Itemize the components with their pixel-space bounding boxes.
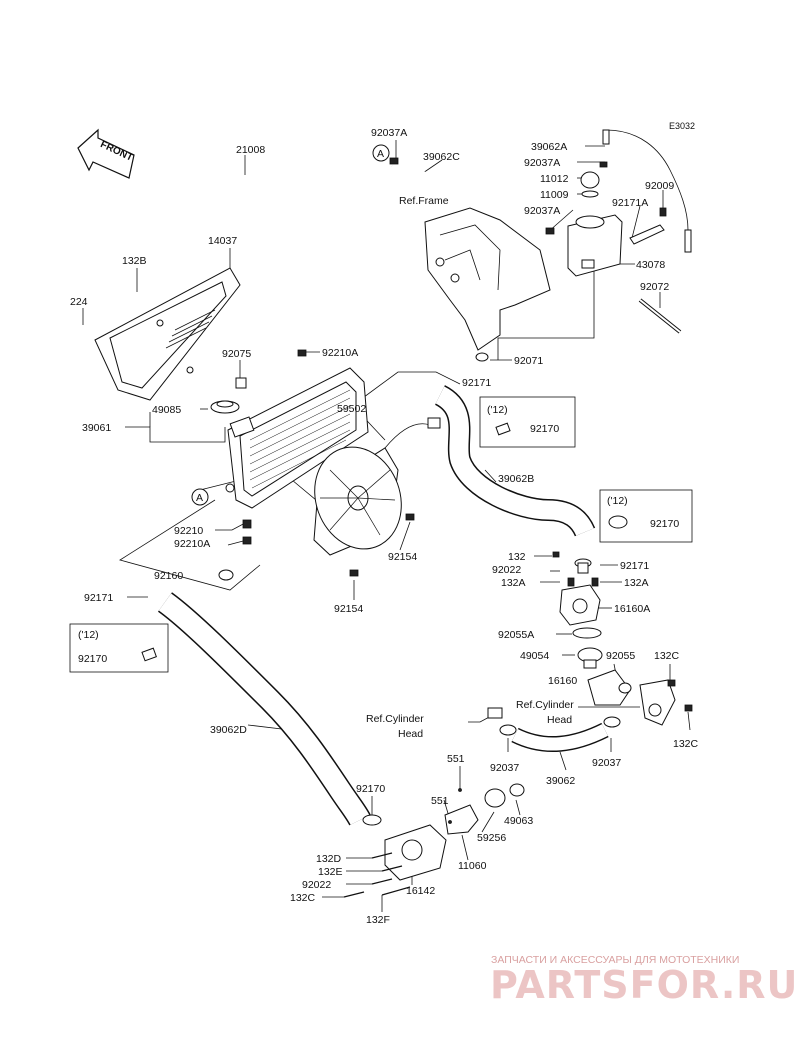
part-label: 132B [122,255,147,267]
part-label: 92075 [222,348,251,360]
variant-box-3 [69,623,169,673]
hoses [157,129,692,826]
part-label: ('12) [607,495,628,507]
part-label: 92170 [650,518,679,530]
part-label: 132A [501,577,526,589]
front-direction-arrow: FRONT [77,128,135,179]
part-label: 92210A [322,347,358,359]
part-label: 132C [654,650,680,662]
svg-text:A: A [196,492,203,504]
part-label: 43078 [636,259,665,271]
watermark-subtitle: ЗАПЧАСТИ И АКСЕССУАРЫ ДЛЯ МОТОТЕХНИКИ [491,954,739,966]
part-label: 92037A [524,205,560,217]
water-pump [343,783,525,898]
part-label: 92037 [490,762,519,774]
variant-box-1 [479,396,576,448]
part-label: 49054 [520,650,549,662]
part-label: 16142 [406,885,435,897]
part-label: 92170 [530,423,559,435]
variant-box-2 [599,489,693,543]
part-label: 49063 [504,815,533,827]
part-label: 39062D [210,724,247,736]
part-label: 92037A [371,127,407,139]
ref-cylinder-head-right-2: Head [547,714,572,726]
part-label: 92055 [606,650,635,662]
part-label: 92022 [302,879,331,891]
part-label: 551 [447,753,465,765]
part-label: 92037A [524,157,560,169]
part-label: 224 [70,296,88,308]
radiator-shroud [94,267,241,401]
part-label: 92170 [356,783,385,795]
part-label: 39062B [498,473,534,485]
thermostat-housing [487,551,693,736]
frame-reference [424,207,551,362]
part-label: ('12) [78,629,99,641]
part-label: 92171 [84,592,113,604]
radiator [210,349,369,581]
part-label: 59502 [337,403,366,415]
part-label: 92171A [612,197,648,209]
part-label: ('12) [487,404,508,416]
reference-notes: Ref.Frame Ref.Cylinder Head Ref.Cylinder… [366,195,574,740]
part-label: 92154 [334,603,363,615]
part-label: 92055A [498,629,534,641]
circle-reference-a-left: A [191,488,209,506]
part-label: 39062 [546,775,575,787]
circle-reference-a-top: A [372,144,390,162]
part-label: 16160A [614,603,650,615]
part-label: 132A [624,577,649,589]
part-label: 132C [673,738,699,750]
part-label: 92210 [174,525,203,537]
part-label: 92171 [620,560,649,572]
part-label: 132F [366,914,390,926]
ref-cylinder-head-right: Ref.Cylinder [516,699,574,711]
part-label: 132C [290,892,316,904]
part-label: 132E [318,866,343,878]
reservoir-tank [389,157,682,334]
part-label: 92171 [462,377,491,389]
part-label: 11012 [540,173,569,185]
part-label: 14037 [208,235,237,247]
part-label: 551 [431,795,449,807]
watermark-brand: PARTSFOR.RU [490,963,798,1007]
ref-cylinder-head-left: Ref.Cylinder [366,713,424,725]
part-labels: E3032 92037A 39062C 39062A 92037A 11012 … [70,121,699,926]
part-label: 39062A [531,141,567,153]
part-label: 92170 [78,653,107,665]
part-label: 39061 [82,422,111,434]
part-label: 132D [316,853,342,865]
part-label: 11009 [540,189,569,201]
part-label: 92160 [154,570,183,582]
part-label: 92154 [388,551,417,563]
diagram-code: E3032 [669,121,695,131]
part-label: 92022 [492,564,521,576]
ref-frame: Ref.Frame [399,195,449,207]
part-label: 92009 [645,180,674,192]
part-label: 92072 [640,281,669,293]
part-label: 49085 [152,404,181,416]
part-label: 39062C [423,151,460,163]
part-label: 92210A [174,538,210,550]
svg-text:A: A [377,148,384,160]
part-label: 92037 [592,757,621,769]
part-label: 16160 [548,675,577,687]
part-label: 132 [508,551,526,563]
part-label: 21008 [236,144,265,156]
ref-cylinder-head-left-2: Head [398,728,423,740]
cooling-fan [313,417,441,577]
part-label: 59256 [477,832,506,844]
part-label: 11060 [458,860,487,872]
watermark: ЗАПЧАСТИ И АКСЕССУАРЫ ДЛЯ МОТОТЕХНИКИ PA… [490,954,798,1007]
part-label: 92071 [514,355,543,367]
